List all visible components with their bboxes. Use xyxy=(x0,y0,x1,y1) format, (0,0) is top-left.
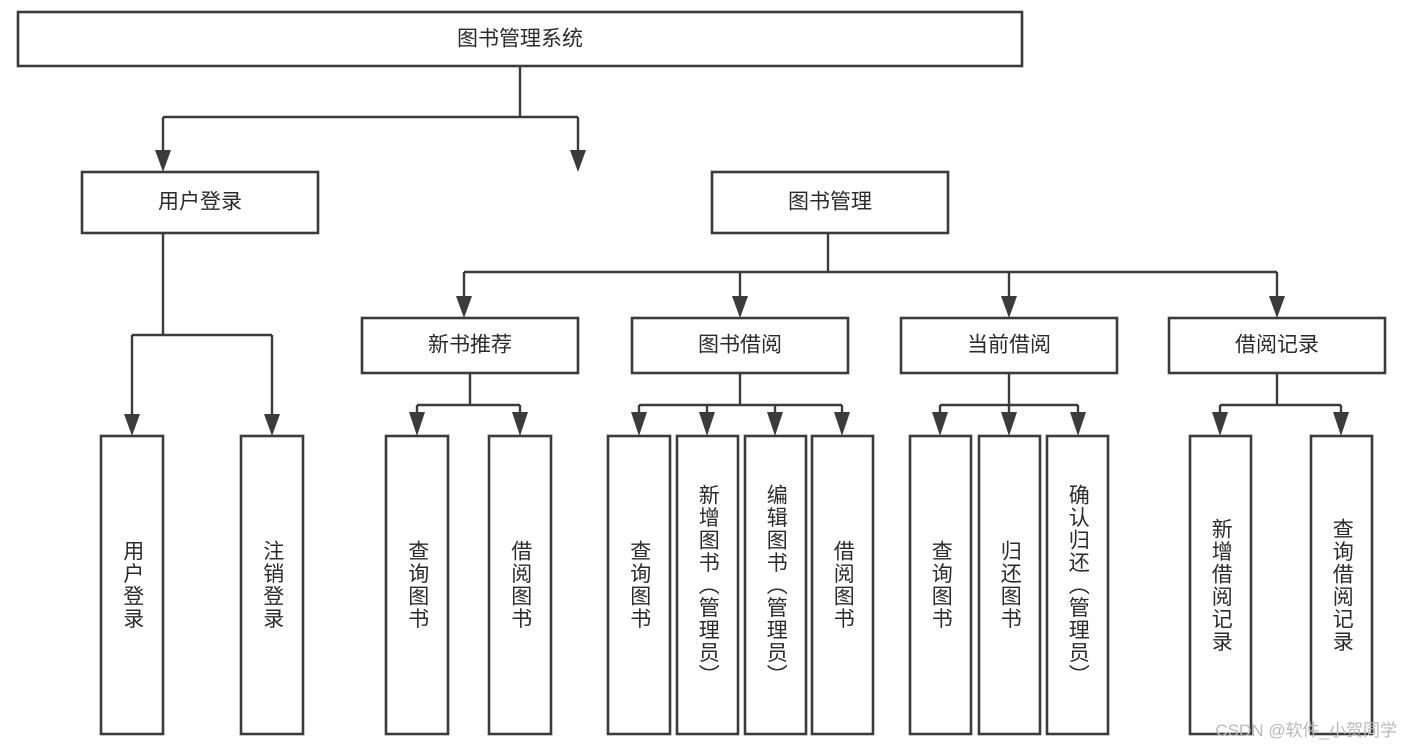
node-new-book-rec-box[interactable] xyxy=(360,316,580,375)
watermark-text: CSDN @软件_小贺同学 xyxy=(1215,721,1397,740)
node-book-borrow[interactable]: 图书借阅 xyxy=(630,316,850,375)
node-user-login-label: 用户登录 xyxy=(158,191,242,214)
connector-group-book-borrow xyxy=(631,373,850,436)
node-leaf-7-box[interactable] xyxy=(743,434,808,736)
node-root[interactable]: 图书管理系统 xyxy=(16,10,1024,68)
arrow-head-user-login xyxy=(155,150,171,172)
node-leaf-12-box[interactable] xyxy=(1188,434,1253,736)
node-current-borrow-label: 当前借阅 xyxy=(967,334,1051,357)
node-leaf-3-box[interactable] xyxy=(384,434,450,736)
arrow-head-leaf-2 xyxy=(264,414,280,436)
node-new-book-rec-label: 新书推荐 xyxy=(428,334,512,357)
leaf-box-group xyxy=(99,434,1374,736)
node-borrow-record-box[interactable] xyxy=(1167,316,1387,375)
arrow-head-leaf-8 xyxy=(834,412,850,436)
node-leaf-8-box[interactable] xyxy=(810,434,875,736)
connector-group-user-login xyxy=(124,233,280,436)
arrow-head-book-borrow xyxy=(732,296,748,318)
arrow-head-leaf-10 xyxy=(1001,412,1017,436)
arrow-head-leaf-7 xyxy=(767,412,783,436)
node-borrow-record-label: 借阅记录 xyxy=(1235,334,1319,357)
node-leaf-2-box[interactable] xyxy=(239,434,305,736)
node-leaf-4-box[interactable] xyxy=(487,434,553,736)
arrow-head-leaf-12 xyxy=(1212,412,1228,436)
node-book-manage-label: 图书管理 xyxy=(788,191,872,214)
arrow-head-current-borrow xyxy=(1001,296,1017,318)
node-leaf-1-box[interactable] xyxy=(99,434,165,736)
node-current-borrow[interactable]: 当前借阅 xyxy=(899,316,1119,375)
node-current-borrow-box[interactable] xyxy=(899,316,1119,375)
node-root-box[interactable] xyxy=(16,10,1024,68)
connector-group-book-manage xyxy=(456,233,1285,318)
arrow-head-borrow-record xyxy=(1269,296,1285,318)
node-leaf-13-box[interactable] xyxy=(1309,434,1374,736)
node-leaf-10-box[interactable] xyxy=(977,434,1042,736)
arrow-head-new-book-rec xyxy=(456,296,472,318)
connector-group-current-borrow xyxy=(932,373,1086,436)
arrow-head-leaf-11 xyxy=(1070,412,1086,436)
arrow-head-book-manage xyxy=(570,150,586,172)
node-user-login[interactable]: 用户登录 xyxy=(80,170,320,235)
connector-group-new-book-rec xyxy=(409,373,528,436)
node-book-borrow-box[interactable] xyxy=(630,316,850,375)
node-borrow-record[interactable]: 借阅记录 xyxy=(1167,316,1387,375)
node-new-book-rec[interactable]: 新书推荐 xyxy=(360,316,580,375)
node-book-borrow-label: 图书借阅 xyxy=(698,334,782,357)
arrow-head-leaf-1 xyxy=(124,414,140,436)
node-root-label: 图书管理系统 xyxy=(457,28,583,51)
arrow-head-leaf-13 xyxy=(1333,412,1349,436)
connector-group-root xyxy=(155,66,586,172)
node-leaf-5-box[interactable] xyxy=(606,434,672,736)
arrow-head-leaf-3 xyxy=(409,412,425,436)
arrow-head-leaf-9 xyxy=(932,412,948,436)
node-user-login-box[interactable] xyxy=(80,170,320,235)
node-leaf-6-box[interactable] xyxy=(675,434,740,736)
connector-group-borrow-record xyxy=(1212,373,1349,436)
arrow-head-leaf-5 xyxy=(631,412,647,436)
arrow-head-leaf-4 xyxy=(512,412,528,436)
node-leaf-9-box[interactable] xyxy=(908,434,973,736)
node-book-manage[interactable]: 图书管理 xyxy=(710,170,950,235)
node-leaf-11-box[interactable] xyxy=(1045,434,1110,736)
arrow-head-leaf-6 xyxy=(699,412,715,436)
node-book-manage-box[interactable] xyxy=(710,170,950,235)
